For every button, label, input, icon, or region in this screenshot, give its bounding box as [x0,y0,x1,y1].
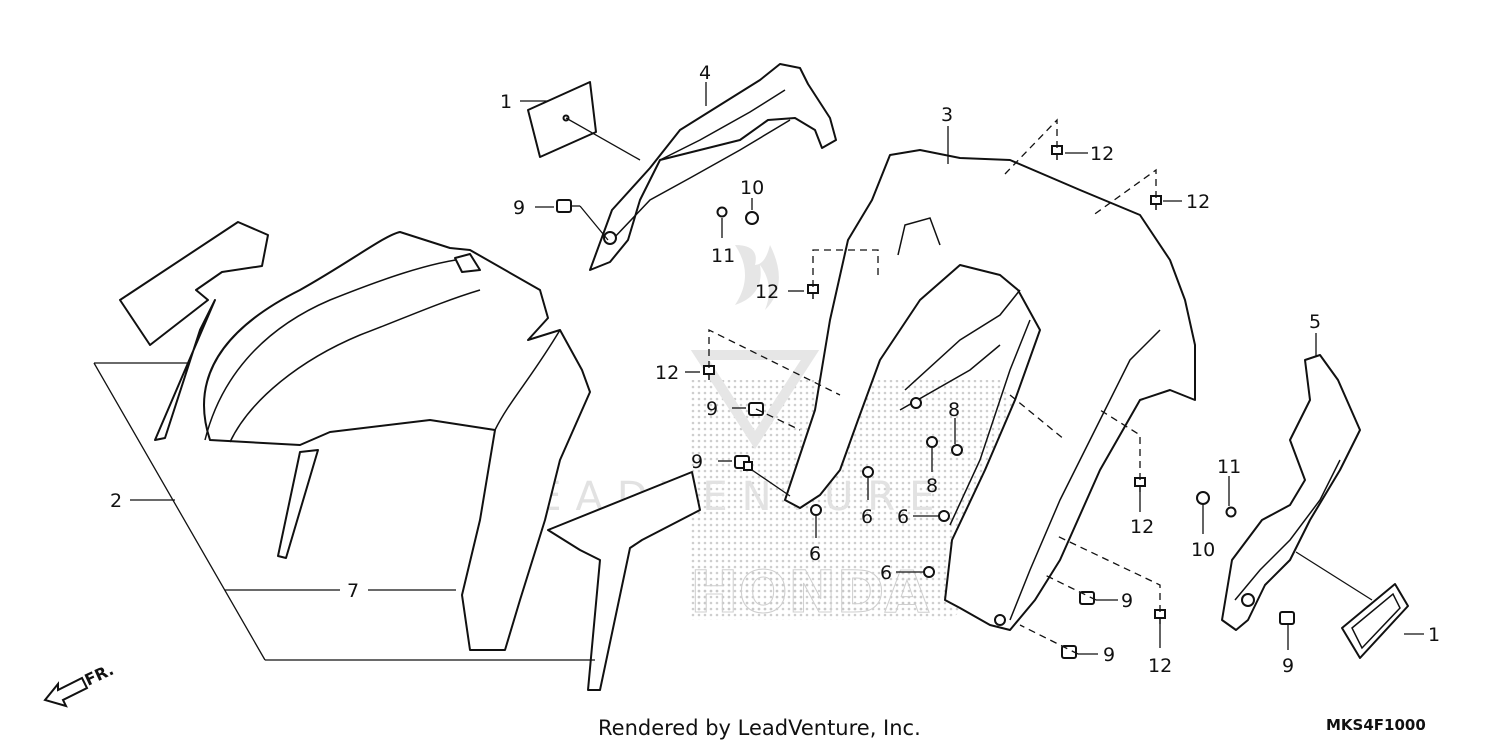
callout-11: 11 [1217,456,1241,478]
callout-1: 1 [500,91,512,113]
render-credit: Rendered by LeadVenture, Inc. [598,716,921,740]
callout-8: 8 [926,475,938,497]
arrow-icon [43,676,89,708]
callout-6: 6 [809,543,821,565]
callout-9: 9 [1103,644,1115,666]
callout-7: 7 [347,580,359,602]
bolt-9 [1061,645,1077,659]
grommet-6 [923,566,935,578]
callout-6: 6 [861,506,873,528]
callout-9: 9 [513,197,525,219]
part-1-emblem-left [527,81,597,158]
part-1-emblem-right [1341,583,1409,659]
callout-labels: 1 4 9 10 11 3 12 12 12 12 2 7 9 9 6 6 8 … [110,62,1440,677]
callout-10: 10 [740,177,764,199]
washer-11 [1225,506,1237,518]
part-4-inner-panel-left [589,63,837,271]
callout-6: 6 [897,506,909,528]
bolt-9 [734,455,753,471]
grommet-6 [810,504,822,516]
leader-lines [93,82,1424,661]
fasteners [556,145,1295,659]
callout-11: 11 [711,245,735,267]
callout-12: 12 [1148,655,1172,677]
diagram-code: MKS4F1000 [1326,716,1426,734]
callout-9: 9 [706,398,718,420]
part-5-inner-panel-right [1221,354,1361,631]
watermark: HONDA LEADVENTURE [500,245,1070,627]
washer-11 [716,206,728,218]
callout-2: 2 [110,490,122,512]
part-2-front-cowl [119,221,701,691]
callout-9: 9 [1282,655,1294,677]
part-3-inner-cowl [784,149,1196,631]
alignment-lines [708,118,1161,655]
callout-10: 10 [1191,539,1215,561]
callout-12: 12 [1186,191,1210,213]
front-direction-indicator: FR. [43,660,117,708]
callout-12: 12 [1090,143,1114,165]
nut-10 [1196,491,1210,505]
direction-label: FR. [82,660,117,690]
callout-3: 3 [941,104,953,126]
callout-9: 9 [691,451,703,473]
bolt-9 [556,199,580,213]
callout-12: 12 [1130,516,1154,538]
callout-12: 12 [655,362,679,384]
bolt-9 [1279,611,1295,625]
callout-4: 4 [699,62,711,84]
grommet-6 [862,466,874,478]
callout-12: 12 [755,281,779,303]
nut-10 [745,211,759,225]
grommet-8 [951,444,963,456]
grommet-6 [938,510,950,522]
callout-6: 6 [880,562,892,584]
callout-1: 1 [1428,624,1440,646]
watermark-honda-text: HONDA [690,558,930,626]
callout-9: 9 [1121,590,1133,612]
callout-5: 5 [1309,311,1321,333]
callout-8: 8 [948,399,960,421]
watermark-leadventure-text: LEADVENTURE [500,474,948,520]
bolt-9 [1079,591,1095,605]
grommet-8 [926,436,938,448]
